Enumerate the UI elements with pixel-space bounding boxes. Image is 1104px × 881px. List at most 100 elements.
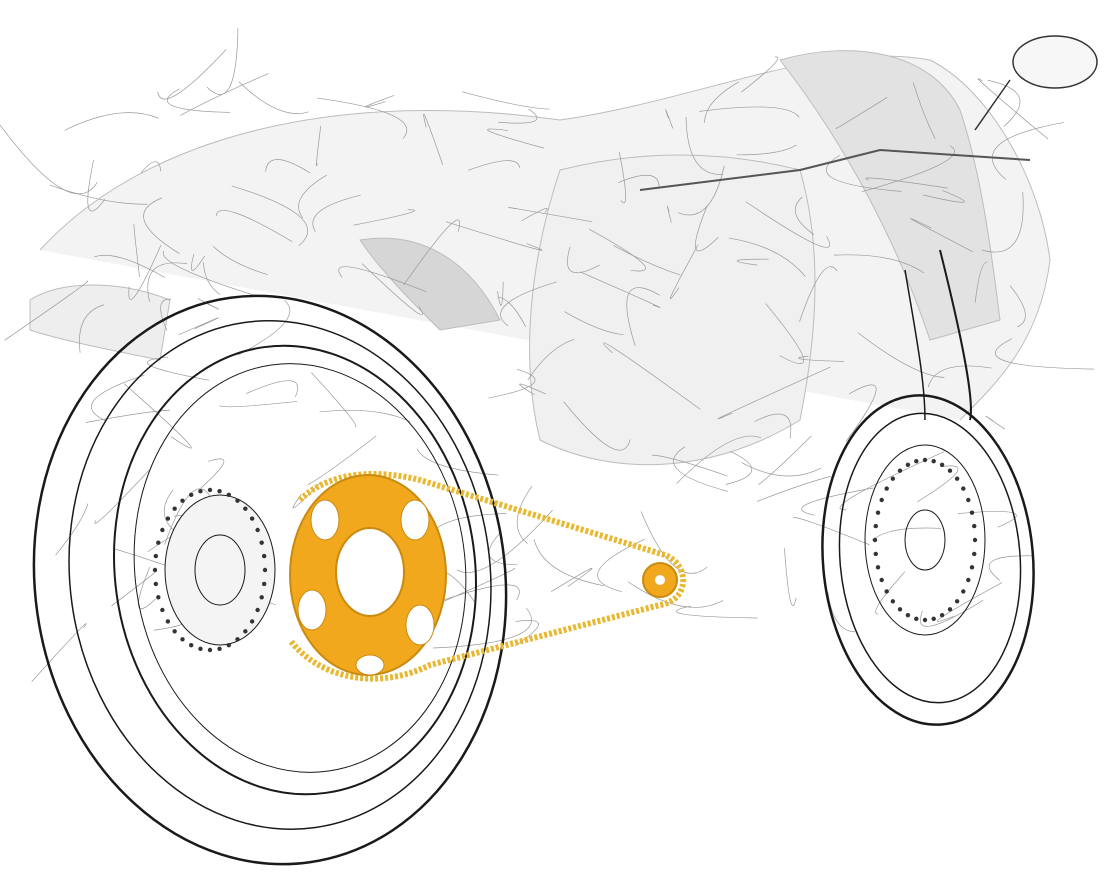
disc-hole — [972, 551, 977, 557]
wire-line — [936, 582, 1003, 622]
disc-hole — [249, 516, 255, 521]
wire-line — [861, 145, 955, 193]
wire-line — [516, 485, 533, 544]
wire-line — [741, 462, 822, 477]
wire-line — [361, 263, 423, 316]
wire-line — [981, 191, 1024, 253]
wire-line — [910, 218, 974, 253]
disc-hole — [966, 577, 971, 583]
wire-line — [488, 368, 536, 399]
disc-hole — [259, 540, 264, 545]
wire-line — [0, 124, 98, 195]
wire-line — [312, 194, 361, 232]
disc-hole — [966, 497, 971, 503]
wire-line — [500, 281, 557, 327]
disc-hole — [873, 523, 878, 529]
disc-hole — [198, 489, 203, 494]
wire-line — [765, 303, 804, 364]
disc-hole — [884, 589, 889, 594]
disc-hole — [180, 637, 185, 642]
brake-disc — [152, 457, 978, 653]
wire-line — [147, 262, 188, 302]
wire-line — [957, 511, 1017, 528]
disc-hole — [914, 616, 919, 621]
disc-hole — [947, 607, 953, 612]
disc-hole — [972, 523, 977, 529]
disc-hole — [954, 476, 960, 481]
disc-hole — [931, 459, 936, 464]
wire-line — [310, 372, 357, 428]
disc-hole — [875, 510, 881, 515]
wire-line — [745, 201, 831, 248]
wire-line — [919, 600, 984, 627]
wire-line — [519, 383, 547, 396]
wire-line — [835, 97, 888, 129]
wire-line — [627, 581, 724, 608]
wire-line — [991, 122, 1065, 180]
wire-line — [550, 567, 593, 593]
wire-line — [488, 531, 518, 566]
disc-hole — [172, 629, 177, 634]
disc-hole — [180, 498, 185, 503]
disc-hole — [897, 468, 903, 473]
wire-line — [94, 470, 150, 524]
wire-line — [403, 219, 460, 286]
rear-wheel — [32, 294, 508, 866]
wire-line — [699, 106, 800, 118]
wire-line — [237, 300, 291, 356]
wire-line — [123, 383, 192, 449]
wire-line — [865, 177, 948, 189]
disc-hole — [922, 617, 928, 623]
disc-hole — [152, 567, 158, 573]
disc-hole — [249, 619, 255, 624]
wire-line — [579, 271, 661, 308]
disc-hole — [890, 476, 896, 481]
wire-line — [206, 28, 239, 95]
wire-line — [468, 160, 520, 171]
wire-line — [987, 79, 1021, 127]
wire-line — [666, 205, 672, 223]
front-sprocket — [642, 562, 678, 598]
wire-line — [626, 287, 660, 346]
wire-line — [91, 374, 145, 422]
wire-line — [685, 116, 724, 175]
disc-hole — [243, 629, 248, 634]
wire-line — [597, 538, 645, 592]
disc-hole — [873, 551, 878, 557]
wire-line — [514, 620, 539, 647]
disc-hole — [160, 527, 165, 533]
wire-line — [143, 197, 180, 254]
handlebar — [639, 148, 1031, 191]
mirror — [974, 35, 1098, 131]
wire-line — [988, 555, 1035, 581]
disc-hole — [226, 492, 232, 498]
disc-hole — [172, 506, 177, 511]
wire-line — [974, 261, 988, 303]
wire-line — [87, 160, 106, 212]
disc-hole — [905, 612, 911, 618]
wire-line — [265, 159, 311, 174]
wire-line — [923, 190, 965, 203]
wire-line — [527, 338, 575, 381]
disc-hole — [243, 506, 248, 511]
wire-line — [985, 415, 1006, 430]
wire-line — [433, 607, 532, 649]
disc-hole — [188, 642, 194, 648]
disc-hole — [954, 599, 960, 604]
wire-line — [871, 527, 942, 541]
wire-line — [917, 465, 959, 503]
wire-line — [133, 223, 140, 278]
disc-hole — [879, 577, 884, 583]
disc-hole — [890, 599, 896, 604]
wire-line — [157, 48, 227, 100]
wire-line — [736, 258, 769, 266]
disc-hole — [914, 459, 919, 464]
wire-line — [673, 446, 728, 492]
wire-line — [728, 237, 806, 277]
wire-line — [167, 88, 231, 113]
disc-hole — [961, 589, 966, 594]
disc-hole — [961, 486, 966, 491]
disc-hole — [255, 527, 260, 533]
wire-line — [792, 517, 870, 546]
